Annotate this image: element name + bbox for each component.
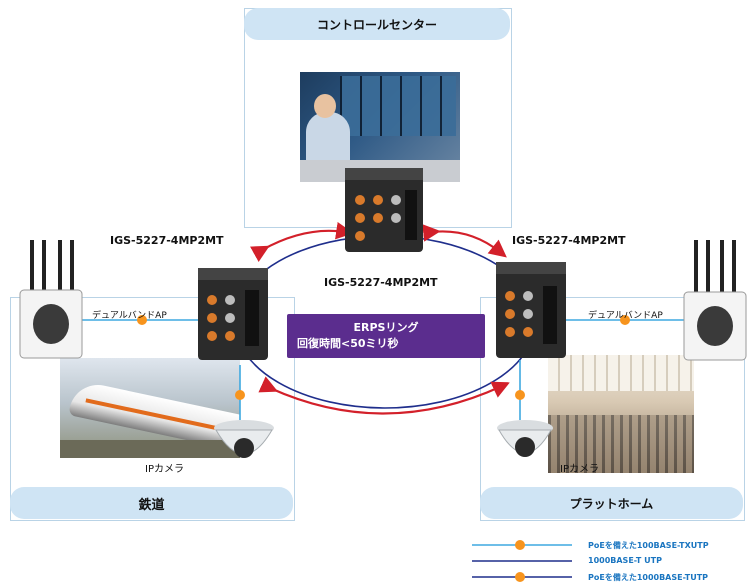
switch-top-label: IGS-5227-4MP2MT xyxy=(324,276,438,289)
arrow-left-top xyxy=(250,221,354,262)
switch-right-icon xyxy=(496,262,566,358)
erps-ring-box: ERPSリング 回復時間<50ミリ秒 xyxy=(287,314,485,358)
switch-left-label: IGS-5227-4MP2MT xyxy=(110,234,224,247)
erps-recovery: 回復時間<50ミリ秒 xyxy=(297,337,399,350)
poe-dot-right-cam xyxy=(515,390,525,400)
platform-photo xyxy=(548,355,694,473)
access-point-right-icon xyxy=(683,240,747,361)
right-camera-label: IPカメラ xyxy=(560,464,599,475)
poe-dot-left-ap xyxy=(137,315,147,325)
left-camera-label: IPカメラ xyxy=(145,464,184,475)
erps-title: ERPSリング xyxy=(353,321,419,334)
railway-title: 鉄道 xyxy=(10,487,293,519)
legend-item-1: PoEを備えた100BASE-TXUTP xyxy=(588,541,709,550)
right-ap-label: デュアルバンドAP xyxy=(588,311,663,321)
poe-dot-right-ap xyxy=(620,315,630,325)
ip-camera-left-icon xyxy=(214,420,274,458)
switch-top-icon xyxy=(345,168,423,252)
switch-left-icon xyxy=(198,268,268,360)
legend-item-2: 1000BASE-T UTP xyxy=(588,556,662,565)
poe-dot-left-cam xyxy=(235,390,245,400)
legend-lines xyxy=(472,540,572,582)
arrow-right-top xyxy=(422,224,507,258)
legend-item-3: PoEを備えた1000BASE-TUTP xyxy=(588,573,709,582)
arrow-bottom xyxy=(258,376,510,415)
ip-camera-right-icon xyxy=(497,420,553,457)
left-ap-label: デュアルバンドAP xyxy=(92,311,167,321)
switch-right-label: IGS-5227-4MP2MT xyxy=(512,234,626,247)
train-photo xyxy=(60,358,240,458)
platform-title: プラットホーム xyxy=(480,487,743,519)
control-center-title: コントロールセンター xyxy=(244,8,510,40)
access-point-left-icon xyxy=(19,240,83,359)
